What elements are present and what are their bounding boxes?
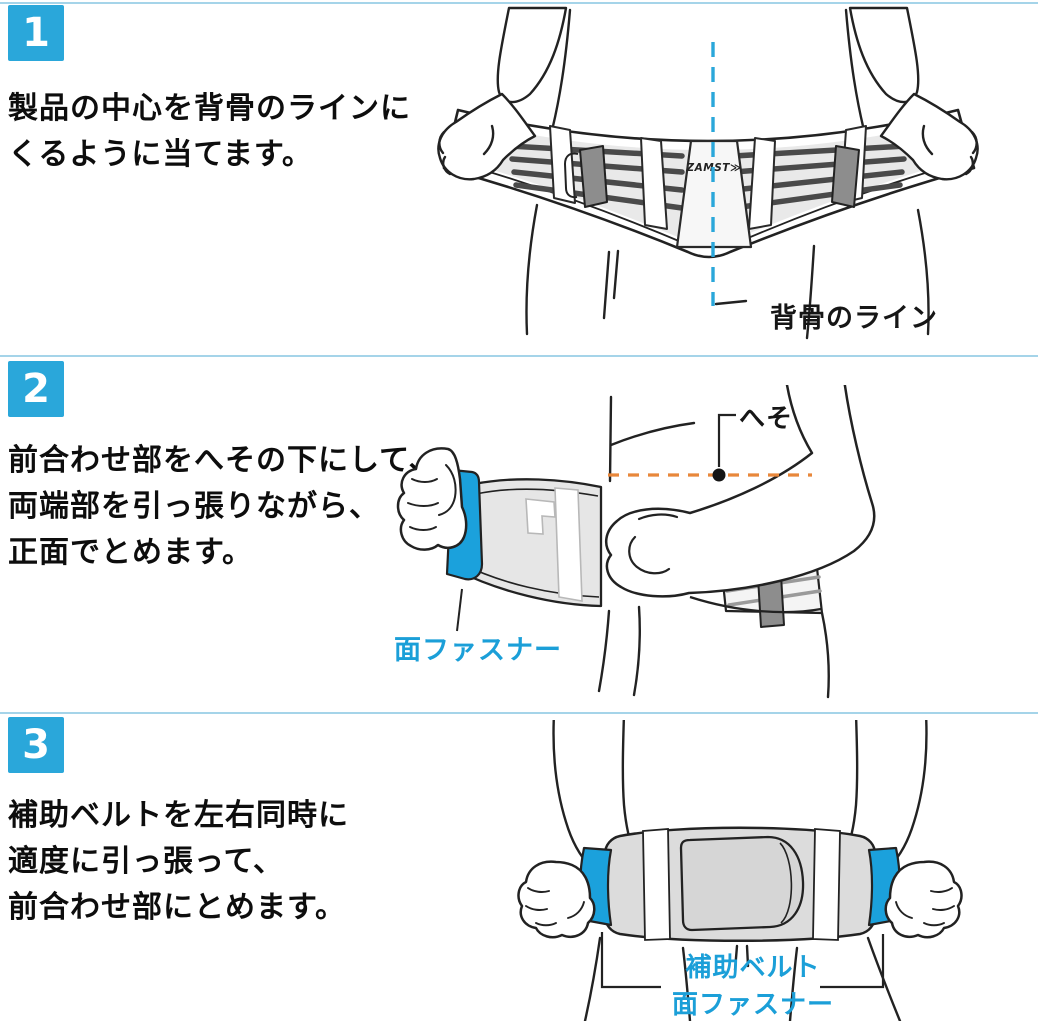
step-2-text: 前合わせ部をへその下にして、 両端部を引っ張りながら、 正面でとめます。: [8, 438, 440, 576]
arms: [437, 92, 979, 181]
step-3-line-1: 補助ベルトを左右同時に: [8, 798, 349, 833]
step-2-line-1: 前合わせ部をへその下にして、: [8, 443, 440, 478]
step3-belt-labels: 補助ベルト 面ファスナー: [593, 950, 913, 1021]
step-3-text: 補助ベルトを左右同時に 適度に引っ張って、 前合わせ部にとめます。: [8, 793, 349, 931]
fists: [517, 860, 963, 939]
front-closure-flap: [679, 835, 805, 932]
aux-belt-label: 補助ベルト: [685, 953, 821, 983]
left-label-bracket: [600, 932, 661, 989]
step-1-badge: 1: [8, 5, 64, 61]
right-fist: [884, 860, 963, 939]
spine-line-label: 背骨のライン: [770, 303, 938, 334]
torso-outline: [496, 6, 930, 340]
step-2-line-2: 両端部を引っ張りながら、: [8, 489, 380, 524]
left-sleeve: [496, 6, 568, 104]
right-arm-fist: [879, 92, 979, 181]
right-sleeve: [848, 6, 920, 104]
left-fist: [517, 860, 596, 939]
step-1-number: 1: [22, 10, 50, 56]
step-2-badge: 2: [8, 361, 64, 417]
finger-lines: [407, 464, 457, 531]
illustration-step1-back-view: ZAMST≫: [437, 6, 979, 340]
arms: [552, 720, 928, 868]
front-belt-end: [445, 468, 603, 608]
navel-label-bracket: [717, 413, 736, 467]
back-belt: ZAMST≫: [442, 108, 976, 259]
left-gray-tab: [579, 145, 608, 208]
illustration-step2-side-view: [396, 385, 876, 699]
step-3-line-2: 適度に引っ張って、: [8, 844, 284, 879]
fastener-leader-line: [456, 588, 463, 632]
step-1-line-1: 製品の中心を背骨のラインに: [8, 91, 411, 126]
step-3-badge: 3: [8, 717, 64, 773]
step-3-number: 3: [22, 722, 50, 768]
right-hip-line: [916, 208, 930, 336]
illustration-step3-front-view: [517, 720, 963, 1021]
section-divider-2: [0, 712, 1038, 714]
right-label-bracket: [820, 934, 885, 989]
spine-label-tick: [714, 299, 748, 306]
torso-lines: [597, 395, 830, 699]
section-divider-1: [0, 355, 1038, 357]
left-arm-fist: [437, 92, 537, 181]
navel-dot: [712, 468, 726, 482]
navel-label: へそ: [739, 404, 794, 434]
fist-detail: [628, 513, 679, 575]
right-gray-tab: [831, 145, 860, 208]
step-3-line-3: 前合わせ部にとめます。: [8, 890, 346, 925]
fastener-label-step3: 面ファスナー: [671, 990, 834, 1020]
step-2-number: 2: [22, 366, 50, 412]
section-divider-top: [0, 2, 1038, 4]
step-1-line-2: くるように当てます。: [8, 137, 313, 172]
left-hand-fist: [396, 447, 468, 551]
left-hip-line: [525, 203, 539, 336]
fastener-label-step2: 面ファスナー: [394, 635, 562, 666]
step-2-line-3: 正面でとめます。: [8, 535, 253, 570]
right-arm-fist: [604, 385, 876, 598]
front-belt: [603, 826, 877, 942]
step-1-text: 製品の中心を背骨のラインに くるように当てます。: [8, 86, 411, 178]
fist-details: [525, 887, 955, 927]
